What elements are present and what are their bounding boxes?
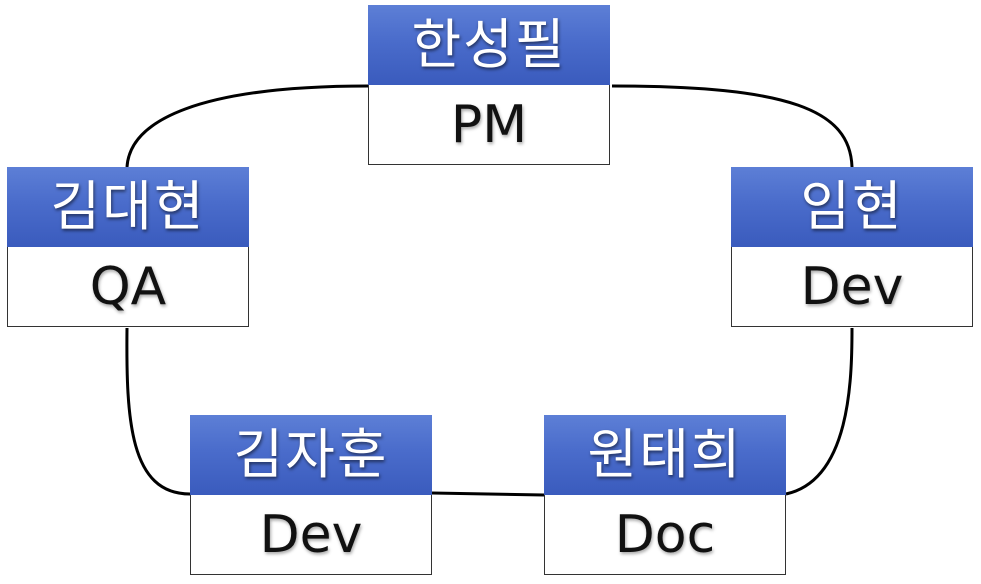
connector-dev1-to-doc [785, 327, 854, 496]
member-card-dev2: 김자훈 Dev [190, 415, 432, 575]
member-name: 김대현 [7, 167, 249, 247]
member-card-doc: 원태희 Doc [544, 415, 786, 575]
connector-pm-to-dev1 [611, 84, 854, 168]
member-name: 김자훈 [190, 415, 432, 495]
member-role: Dev [731, 247, 973, 327]
connector-dev2-to-qa [125, 327, 191, 496]
member-card-dev1: 임현 Dev [731, 167, 973, 327]
connector-doc-to-dev2 [431, 491, 545, 497]
member-role: QA [7, 247, 249, 327]
member-card-pm: 한성필 PM [368, 5, 610, 165]
member-role: Dev [190, 495, 432, 575]
member-name: 원태희 [544, 415, 786, 495]
member-name: 임현 [731, 167, 973, 247]
member-card-qa: 김대현 QA [7, 167, 249, 327]
member-role: PM [368, 85, 610, 165]
member-name: 한성필 [368, 5, 610, 85]
member-role: Doc [544, 495, 786, 575]
connector-qa-to-pm [125, 84, 369, 168]
